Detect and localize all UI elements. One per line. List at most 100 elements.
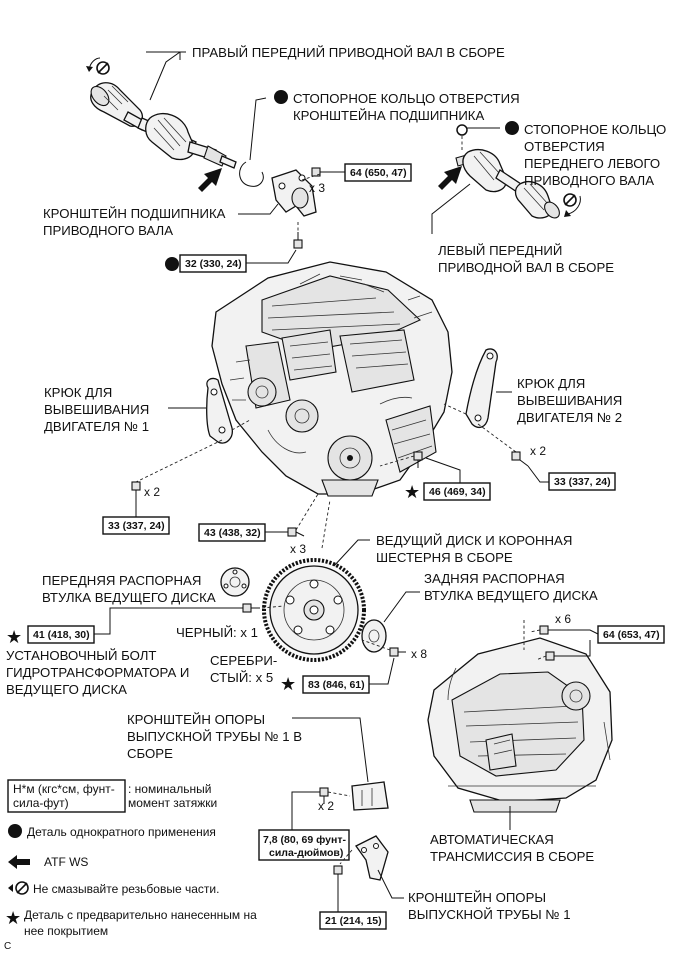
right-drive-shaft [90,82,237,169]
torque-78: 7,8 (80, 69 фунт- [263,834,346,846]
atf-arrow-icon [438,166,462,190]
bearing-bracket-label-2: ПРИВОДНОГО ВАЛА [43,223,173,238]
bolt-icon [333,865,343,882]
non-reusable-marker [165,257,179,271]
torque-83: 83 (846, 61) [308,679,365,691]
rear-spacer-label-2: ВТУЛКА ВЕДУЩЕГО ДИСКА [424,588,598,603]
drive-plate-label: ВЕДУЩИЙ ДИСК И КОРОННАЯ [376,533,572,548]
hook2-label-3: ДВИГАТЕЛЯ № 2 [517,410,622,425]
torque-64a: 64 (650, 47) [350,167,407,179]
qty-6: x 6 [555,612,571,626]
legend-torque-desc: : номинальный [128,782,211,796]
exhaust-bracket2-label-2: ВЫПУСКНОЙ ТРУБЫ № 1 [408,907,571,922]
torque-32: 32 (330, 24) [185,258,242,270]
bearing-bracket [271,169,317,217]
torque-box-78 [258,829,350,861]
transmission-label: АВТОМАТИЧЕСКАЯ [430,832,554,847]
bolt-icon [242,603,260,613]
snap-ring-bearing-label: СТОПОРНОЕ КОЛЬЦО ОТВЕРСТИЯ [293,91,520,106]
front-spacer-label-2: ВТУЛКА ВЕДУЩЕГО ДИСКА [42,590,216,605]
legend-torque-unit-2: сила-фут) [13,796,69,810]
legend-atf: ATF WS [44,855,88,869]
legend-torque-box [7,779,126,813]
black-qty-label: ЧЕРНЫЙ: x 1 [176,625,258,640]
torque-41: 41 (418, 30) [33,629,90,641]
bolt-icon [539,625,556,635]
automatic-transaxle [427,637,613,813]
engine-hanger-no1 [206,377,233,444]
exhaust-bracket1-label: КРОНШТЕЙН ОПОРЫ [127,712,265,727]
exhaust-bracket2-label: КРОНШТЕЙН ОПОРЫ [408,890,546,905]
legend-precoated-2: нее покрытием [24,924,108,938]
no-lube-icon [86,57,110,75]
exhaust-bracket1-label-3: СБОРЕ [127,746,173,761]
engine-hanger-no2 [465,348,498,429]
right-shaft-label: ПРАВЫЙ ПЕРЕДНИЙ ПРИВОДНОЙ ВАЛ В СБОРЕ [192,45,505,60]
drive-plate-ring-gear [262,558,366,662]
transmission-label-2: ТРАНСМИССИЯ В СБОРЕ [430,849,594,864]
atf-arrow-icon [8,855,30,869]
precoated-star: ★ [6,627,22,647]
snap-ring-left-label-2: ОТВЕРСТИЯ [524,139,605,154]
hook1-label: КРЮК ДЛЯ [44,385,112,400]
non-reusable-marker [505,121,519,135]
set-bolt-label: УСТАНОВОЧНЫЙ БОЛТ [6,648,156,663]
bolt-icon [311,167,330,177]
hook1-label-3: ДВИГАТЕЛЯ № 1 [44,419,149,434]
precoated-star: ★ [280,674,296,694]
legend-torque-desc-2: момент затяжки [128,796,217,810]
engine-assembly [211,261,453,497]
torque-46: 46 (469, 34) [429,486,486,498]
exhaust-pipe-bracket-no1 [351,781,389,811]
qty-8: x 8 [411,647,427,661]
qty-43: x 3 [290,542,306,556]
precoated-star: ★ [5,908,21,928]
drive-plate-label-2: ШЕСТЕРНЯ В СБОРЕ [376,550,513,565]
torque-33-right: 33 (337, 24) [554,476,611,488]
legend-no-lube: Не смазывайте резьбовые части. [33,882,219,896]
torque-33-left: 33 (337, 24) [108,520,165,532]
rear-spacer [361,619,387,653]
snap-ring-bearing-label-2: КРОНШТЕЙНА ПОДШИПНИКА [293,108,484,123]
torque-box-64b [597,625,665,644]
torque-43: 43 (438, 32) [204,527,261,539]
legend: Н*м (кгс*см, фунт- сила-фут) : номинальн… [5,779,257,938]
no-lube-icon [8,881,29,895]
hook1-label-2: ВЫВЕШИВАНИЯ [44,402,149,417]
qty-64-top: x 3 [309,181,325,195]
no-lube-icon [563,193,581,217]
hook2-label-2: ВЫВЕШИВАНИЯ [517,393,622,408]
snap-ring-left-label: СТОПОРНОЕ КОЛЬЦО [524,122,666,137]
exhaust-bracket1-label-2: ВЫПУСКНОЙ ТРУБЫ № 1 В [127,729,302,744]
qty-hook2: x 2 [530,444,546,458]
legend-torque-unit: Н*м (кгс*см, фунт- [13,782,115,796]
torque-box-21 [319,911,387,930]
precoated-star: ★ [404,482,420,502]
set-bolt-label-2: ГИДРОТРАНСФОРМАТОРА И [6,665,189,680]
snap-ring-left-shaft [456,124,468,136]
snap-ring-left-label-4: ПРИВОДНОГО ВАЛА [524,173,654,188]
exhaust-pipe-bracket-no1-lower [355,835,389,881]
qty-hook1: x 2 [144,485,160,499]
silver-qty-label: СЕРЕБРИ- [210,653,277,668]
legend-non-reusable: Деталь однократного применения [27,825,216,839]
torque-78-2: сила-дюймов) [269,847,343,859]
bolt-icon [413,451,423,468]
atf-arrow-icon [198,168,222,192]
bolt-icon [293,232,303,249]
snap-ring-left-label-3: ПЕРЕДНЕГО ЛЕВОГО [524,156,660,171]
non-reusable-marker [8,824,22,838]
legend-precoated: Деталь с предварительно нанесенным на [24,908,257,922]
front-spacer-label: ПЕРЕДНЯЯ РАСПОРНАЯ [42,573,201,588]
set-bolt-label-3: ВЕДУЩЕГО ДИСКА [6,682,127,697]
hook2-label: КРЮК ДЛЯ [517,376,585,391]
left-drive-shaft [455,149,560,219]
bolt-icon [511,451,529,467]
qty-exhaust: x 2 [318,799,334,813]
left-shaft-label: ЛЕВЫЙ ПЕРЕДНИЙ [438,243,562,258]
left-shaft-label-2: ПРИВОДНОЙ ВАЛ В СБОРЕ [438,260,614,275]
torque-21: 21 (214, 15) [325,915,382,927]
corner-letter: C [4,941,11,952]
